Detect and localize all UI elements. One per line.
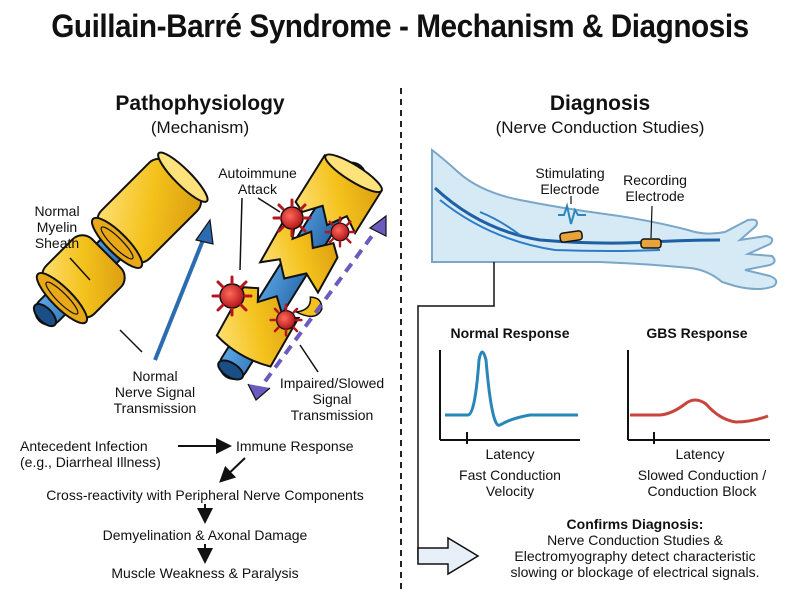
mechanism-subheading: (Mechanism) [150, 118, 250, 137]
pathophysiology-heading: Pathophysiology [115, 92, 285, 115]
normal-nerve-illustration [32, 151, 214, 361]
impaired-signal-label: Impaired/Slowed Signal Transmission [279, 375, 385, 423]
antibody-icon [211, 198, 356, 337]
recording-electrode-label: Recording Electrode [623, 172, 687, 204]
confirms-arrow-icon [417, 536, 480, 576]
muscle-weakness-step: Muscle Weakness & Paralysis [111, 565, 299, 581]
gbs-response-graph [627, 350, 770, 444]
normal-latency-label: Latency [485, 446, 535, 462]
normal-response-graph [439, 350, 580, 444]
stimulating-electrode-label: Stimulating Electrode [535, 165, 605, 197]
flow-arrows [178, 438, 246, 564]
normal-myelin-label: Normal Myelin Sheath [34, 203, 80, 251]
stimulating-electrode-icon [559, 230, 583, 243]
gbs-response-title: GBS Response [646, 325, 748, 341]
arm-illustration [417, 147, 778, 560]
confirms-diagnosis-box: Confirms Diagnosis: Nerve Conduction Stu… [480, 516, 790, 580]
gbs-response-caption: Slowed Conduction / Conduction Block [637, 467, 767, 499]
immune-response-step: Immune Response [236, 438, 354, 454]
demyelination-step: Demyelination & Axonal Damage [102, 527, 308, 543]
normal-response-caption: Fast Conduction Velocity [459, 467, 561, 499]
confirms-title: Confirms Diagnosis: [566, 516, 704, 532]
diagnosis-heading: Diagnosis [549, 92, 651, 115]
damaged-nerve-illustration [211, 153, 387, 401]
autoimmune-attack-label: Autoimmune Attack [218, 165, 297, 197]
page-title: Guillain-Barré Syndrome - Mechanism & Di… [51, 8, 749, 44]
normal-response-title: Normal Response [450, 325, 570, 341]
gbs-latency-label: Latency [675, 446, 725, 462]
recording-electrode-icon [640, 238, 662, 249]
antecedent-infection-step: Antecedent Infection (e.g., Diarrheal Il… [20, 438, 161, 470]
cross-reactivity-step: Cross-reactivity with Peripheral Nerve C… [46, 487, 364, 503]
normal-signal-label: Normal Nerve Signal Transmission [113, 368, 197, 416]
ncs-subheading: (Nerve Conduction Studies) [495, 118, 705, 137]
